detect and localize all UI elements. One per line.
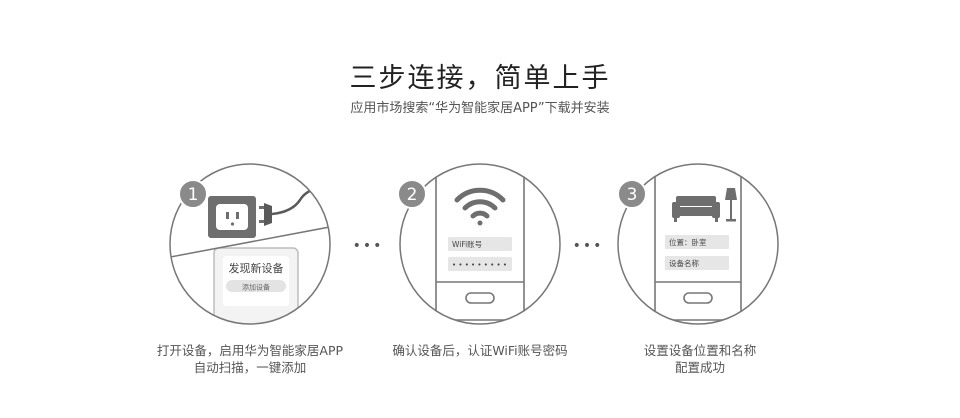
wifi-account-label: WiFi账号 [452, 240, 482, 249]
wifi-icon [454, 187, 506, 226]
wifi-account-field[interactable] [448, 237, 512, 251]
step-1-caption-line-2: 自动扫描，一键添加 [193, 360, 307, 375]
step-3-circle: 位置：卧室 设备名称 [617, 163, 779, 325]
step-1-circle: 发现新设备 添加设备 [169, 163, 331, 325]
step-2-circle: WiFi账号 • • • • • • • • • [399, 163, 561, 325]
home-button[interactable] [465, 292, 495, 304]
step-1-caption: 打开设备，启用华为智能家居APP 自动扫描，一键添加 [150, 342, 350, 376]
socket-plug-icon [208, 196, 272, 238]
page-subtitle: 应用市场搜索“华为智能家居APP”下载并安装 [350, 101, 610, 116]
wifi-password-value: • • • • • • • • • [452, 261, 507, 269]
device-name-label: 设备名称 [669, 258, 699, 268]
separator-dots: ••• [353, 238, 384, 254]
step-3-badge: 3 [617, 179, 647, 209]
step-3-caption-line-2: 配置成功 [674, 360, 725, 375]
page-title: 三步连接，简单上手 [349, 63, 611, 94]
step-2-caption: 确认设备后，认证WiFi账号密码 [380, 342, 580, 359]
wifi-password-field[interactable] [448, 257, 512, 271]
step-3-caption: 设置设备位置和名称 配置成功 [600, 342, 800, 376]
divider-line [170, 225, 330, 259]
location-label: 位置：卧室 [669, 237, 707, 247]
step-2-number: 2 [407, 185, 418, 205]
sofa-lamp-icon [672, 188, 737, 222]
card-title: 发现新设备 [229, 261, 284, 275]
step-1-caption-line-1: 打开设备，启用华为智能家居APP [156, 343, 344, 358]
cable [271, 184, 330, 216]
separator-dots: ••• [573, 238, 604, 254]
add-device-button[interactable] [226, 280, 286, 292]
step-2-badge: 2 [397, 179, 427, 209]
step-2-caption-line-1: 确认设备后，认证WiFi账号密码 [392, 343, 568, 358]
device-name-field[interactable] [665, 256, 729, 270]
step-1-number: 1 [188, 185, 199, 205]
step-1-badge: 1 [178, 179, 208, 209]
step-3-caption-line-1: 设置设备位置和名称 [643, 343, 757, 358]
home-button[interactable] [683, 292, 713, 304]
location-field[interactable] [665, 235, 729, 249]
step-3-number: 3 [627, 185, 638, 205]
add-device-button-label: 添加设备 [242, 283, 270, 292]
